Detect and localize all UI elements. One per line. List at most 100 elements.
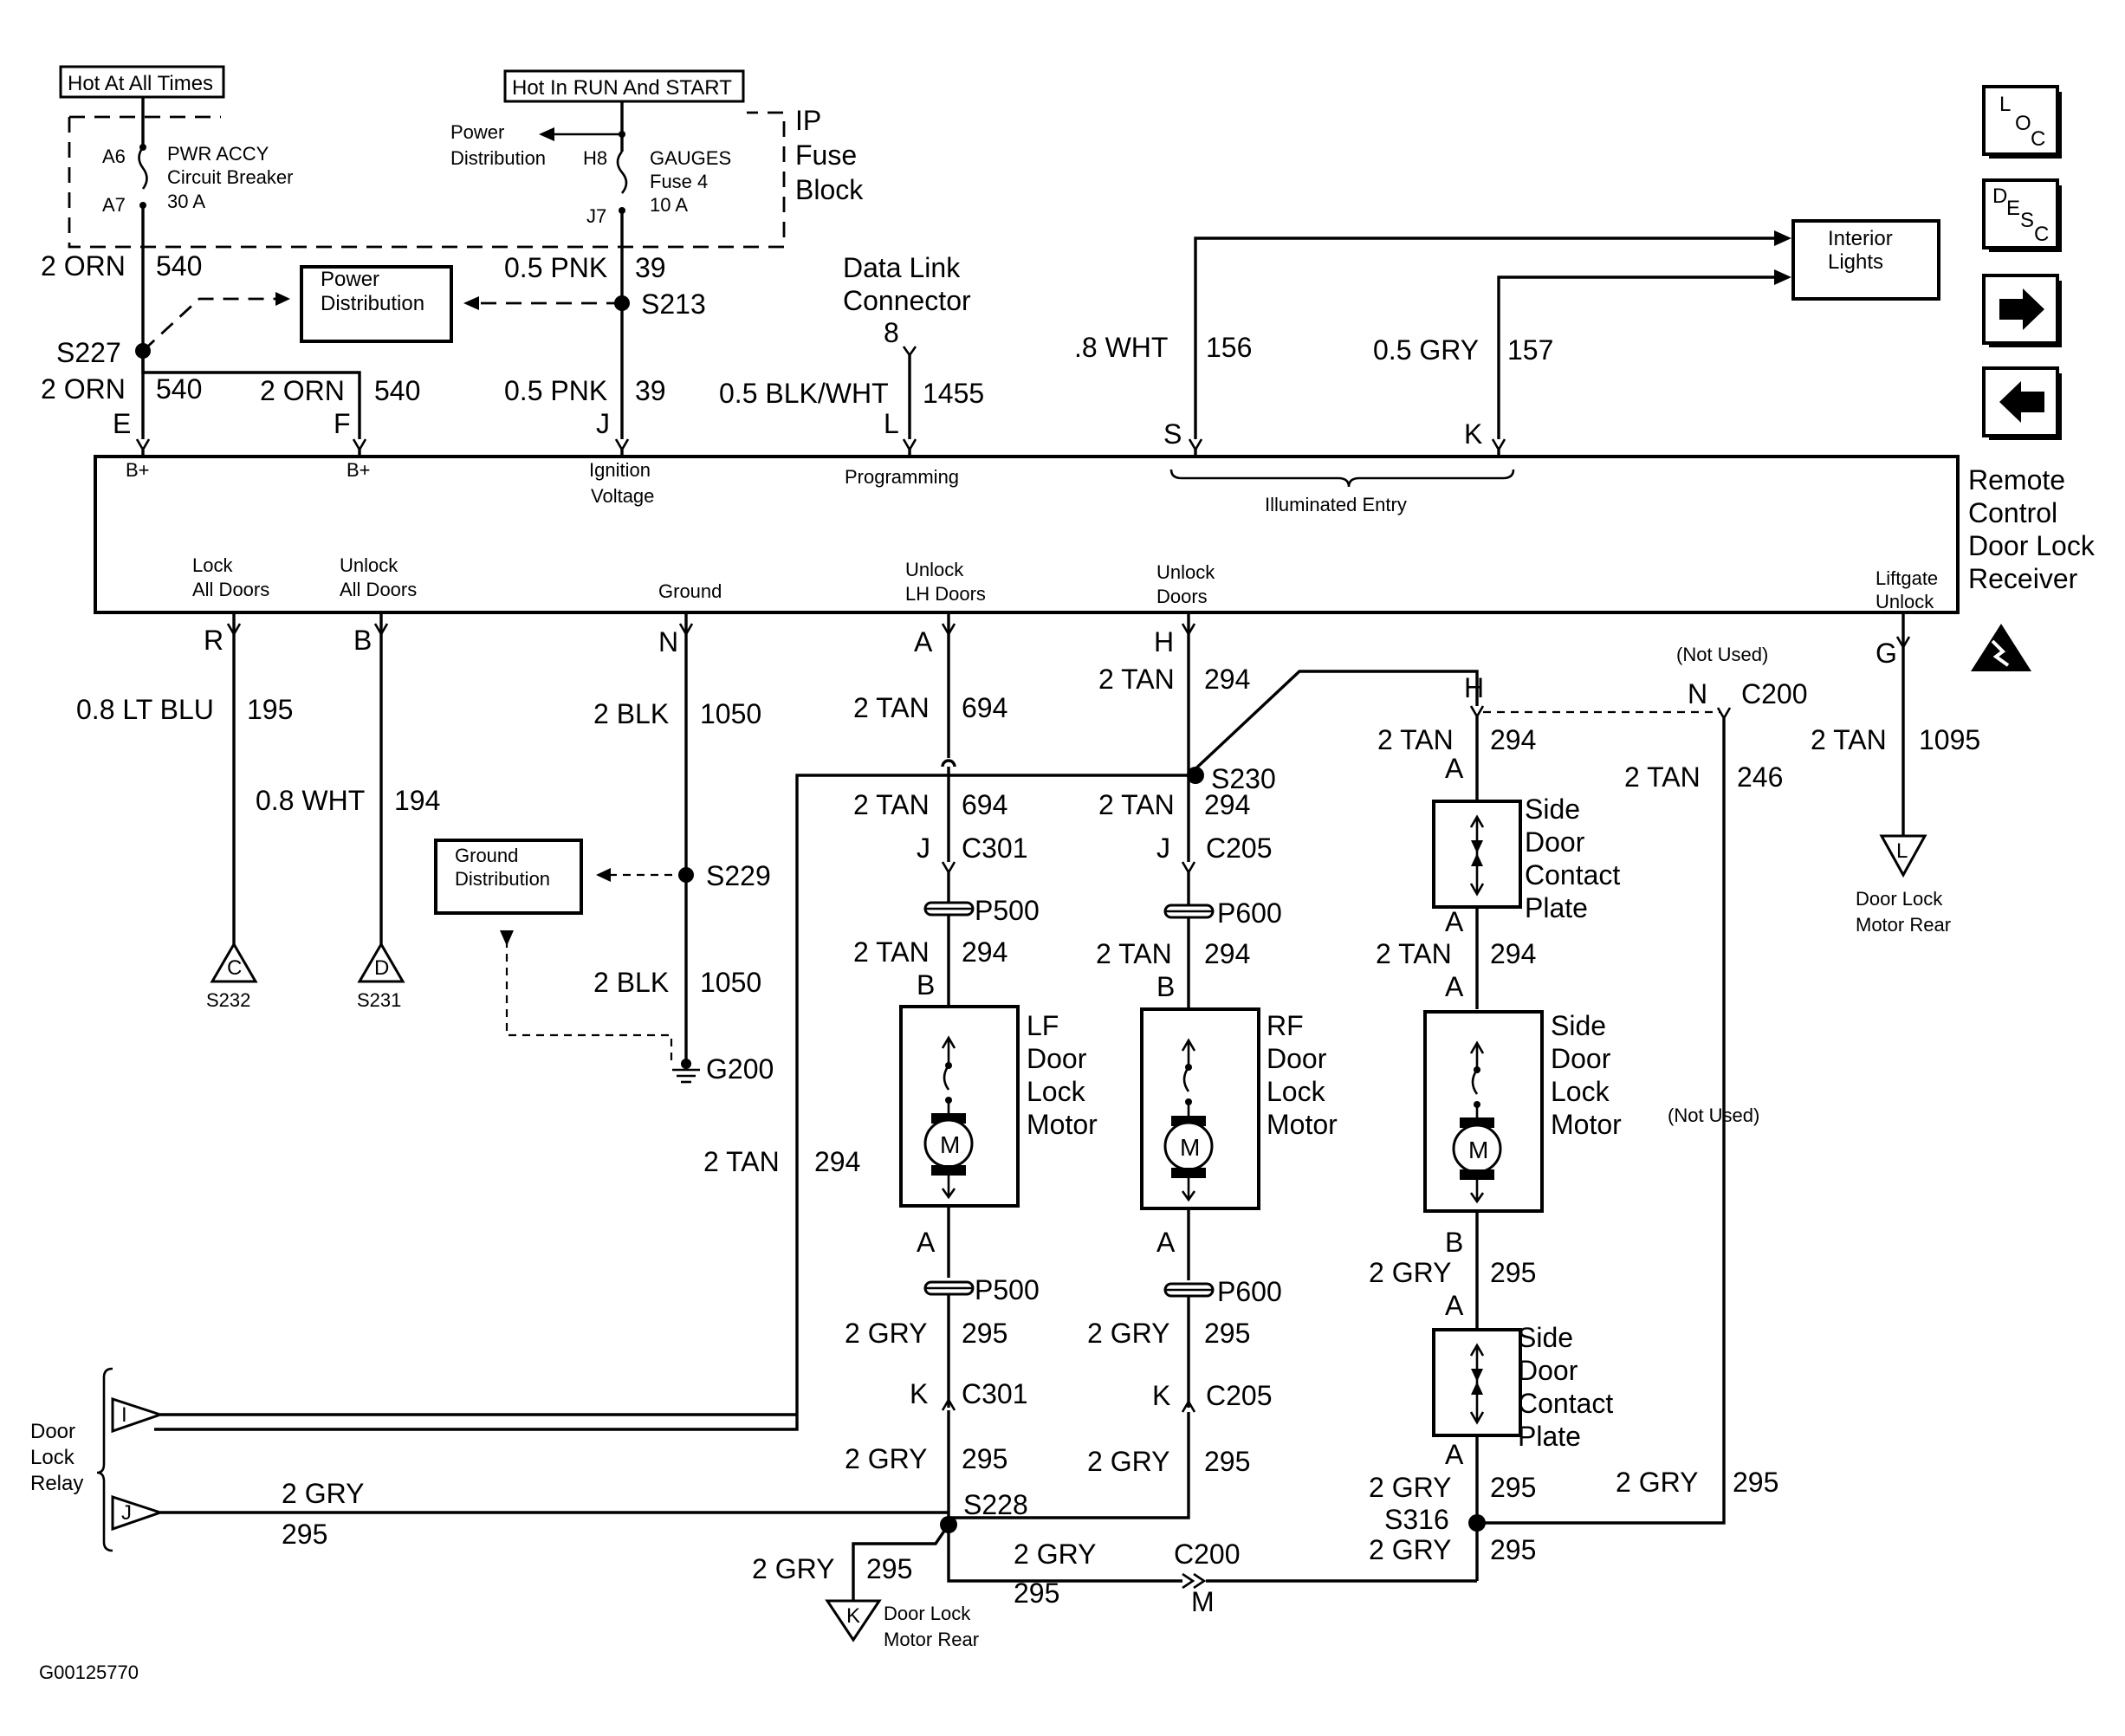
svg-text:B+: B+ (126, 459, 150, 481)
svg-text:2 GRY: 2 GRY (1369, 1472, 1451, 1503)
svg-text:LH Doors: LH Doors (905, 583, 986, 605)
svg-text:PWR ACCY: PWR ACCY (167, 143, 269, 165)
desc-button[interactable]: D E S C (1982, 178, 2062, 252)
svg-text:H8: H8 (583, 147, 607, 169)
svg-text:Door: Door (1267, 1043, 1327, 1074)
svg-text:D: D (374, 956, 389, 980)
splice-s213 (614, 295, 630, 311)
svg-text:S227: S227 (56, 337, 121, 368)
svg-text:295: 295 (1490, 1472, 1536, 1503)
svg-text:A: A (1445, 1439, 1464, 1470)
svg-text:All Doors: All Doors (192, 579, 269, 600)
svg-text:295: 295 (962, 1443, 1007, 1474)
svg-text:2 ORN: 2 ORN (41, 250, 126, 282)
hot-at-all-times-box: Hot At All Times (59, 65, 225, 99)
svg-text:2 TAN: 2 TAN (853, 936, 930, 968)
svg-text:J7: J7 (586, 205, 606, 227)
svg-text:C: C (2031, 127, 2045, 151)
hot-run-start-box: Hot In RUN And START (503, 69, 745, 103)
svg-text:694: 694 (962, 789, 1007, 820)
svg-text:LF: LF (1027, 1010, 1059, 1041)
svg-text:B: B (917, 969, 935, 1001)
svg-text:1095: 1095 (1919, 724, 1980, 755)
svg-text:Lock: Lock (1027, 1076, 1086, 1107)
svg-text:C200: C200 (1741, 678, 1808, 709)
svg-text:540: 540 (374, 375, 420, 406)
loc-button[interactable]: L O C (1982, 85, 2062, 159)
svg-text:A: A (1445, 906, 1464, 937)
svg-text:8: 8 (884, 317, 899, 348)
svg-text:Plate: Plate (1518, 1421, 1581, 1452)
svg-text:Lock: Lock (1551, 1076, 1610, 1107)
svg-text:A: A (917, 1227, 936, 1258)
svg-text:Ground: Ground (658, 580, 722, 602)
svg-text:E: E (2006, 197, 2020, 220)
svg-text:.8 WHT: .8 WHT (1074, 332, 1168, 363)
svg-text:295: 295 (282, 1519, 327, 1550)
svg-text:2 GRY: 2 GRY (1014, 1538, 1096, 1570)
svg-text:C: C (227, 956, 242, 980)
svg-text:J: J (1156, 832, 1170, 864)
svg-text:294: 294 (1204, 664, 1250, 695)
svg-text:Lock: Lock (30, 1446, 75, 1469)
svg-text:A: A (1445, 1290, 1464, 1321)
svg-text:2 GRY: 2 GRY (282, 1478, 364, 1509)
svg-text:2 TAN: 2 TAN (1376, 938, 1452, 969)
svg-text:GAUGES: GAUGES (650, 147, 731, 169)
svg-text:S213: S213 (641, 288, 706, 320)
svg-text:Programming: Programming (845, 466, 959, 488)
svg-text:Control: Control (1968, 497, 2057, 528)
svg-text:Power: Power (450, 121, 504, 143)
svg-text:2 ORN: 2 ORN (260, 375, 345, 406)
svg-text:L: L (1896, 839, 1908, 863)
svg-text:(Not Used): (Not Used) (1676, 644, 1768, 665)
ip-fuse-block-label-1: IP (795, 105, 821, 136)
svg-text:2 GRY: 2 GRY (1369, 1257, 1451, 1288)
svg-text:540: 540 (156, 373, 202, 405)
svg-text:C301: C301 (962, 1378, 1028, 1409)
svg-text:Motor: Motor (1551, 1109, 1622, 1140)
next-page-button[interactable] (1982, 274, 2062, 347)
svg-text:Liftgate: Liftgate (1876, 567, 1938, 589)
svg-text:B+: B+ (347, 459, 371, 481)
c200-not-used-circuit: (Not Used) N C200 2 TAN 246 (Not Used) 2… (1477, 644, 1808, 1525)
svg-text:Motor Rear: Motor Rear (1856, 914, 1951, 936)
svg-text:G: G (1876, 638, 1897, 669)
svg-text:294: 294 (962, 936, 1007, 968)
svg-text:2 TAN: 2 TAN (1811, 724, 1887, 755)
svg-text:30 A: 30 A (167, 191, 205, 212)
svg-text:Contact: Contact (1525, 859, 1620, 891)
svg-text:L: L (1999, 93, 2011, 116)
svg-text:1050: 1050 (700, 967, 761, 998)
svg-text:156: 156 (1206, 332, 1252, 363)
svg-text:194: 194 (394, 785, 440, 816)
svg-text:C200: C200 (1174, 1538, 1241, 1570)
lf-door-circuit: 2 TAN 694 2 TAN 694 J C301 P500 2 TAN 29… (845, 632, 1098, 1533)
svg-text:A7: A7 (102, 194, 126, 216)
ip-fuse-block: IP Fuse Block (68, 105, 864, 249)
svg-text:294: 294 (1204, 789, 1250, 820)
svg-text:Fuse 4: Fuse 4 (650, 171, 708, 192)
esd-warning-icon (1971, 624, 2031, 671)
pwr-accy-circuit-breaker: A6 A7 PWR ACCY Circuit Breaker 30 A (102, 97, 293, 439)
svg-text:Distribution: Distribution (321, 292, 424, 315)
svg-text:Circuit Breaker: Circuit Breaker (167, 166, 293, 188)
power-distribution-box: Power Distribution (142, 265, 622, 353)
svg-text:J: J (917, 832, 930, 864)
svg-text:Contact: Contact (1518, 1388, 1613, 1419)
svg-text:A6: A6 (102, 146, 126, 167)
previous-page-button[interactable] (1982, 366, 2062, 440)
svg-text:O: O (2015, 112, 2031, 135)
svg-text:157: 157 (1507, 334, 1553, 366)
svg-text:2 ORN: 2 ORN (41, 373, 126, 405)
svg-text:Illuminated Entry: Illuminated Entry (1265, 494, 1407, 515)
svg-text:2 GRY: 2 GRY (752, 1553, 834, 1584)
svg-text:Ground: Ground (455, 845, 518, 866)
svg-text:E: E (113, 408, 131, 439)
svg-text:Unlock: Unlock (905, 559, 964, 580)
svg-text:S: S (2020, 209, 2034, 232)
svg-text:2 BLK: 2 BLK (593, 698, 669, 729)
svg-text:Side: Side (1518, 1322, 1573, 1353)
svg-text:0.5 PNK: 0.5 PNK (504, 252, 607, 283)
svg-text:10 A: 10 A (650, 194, 688, 216)
